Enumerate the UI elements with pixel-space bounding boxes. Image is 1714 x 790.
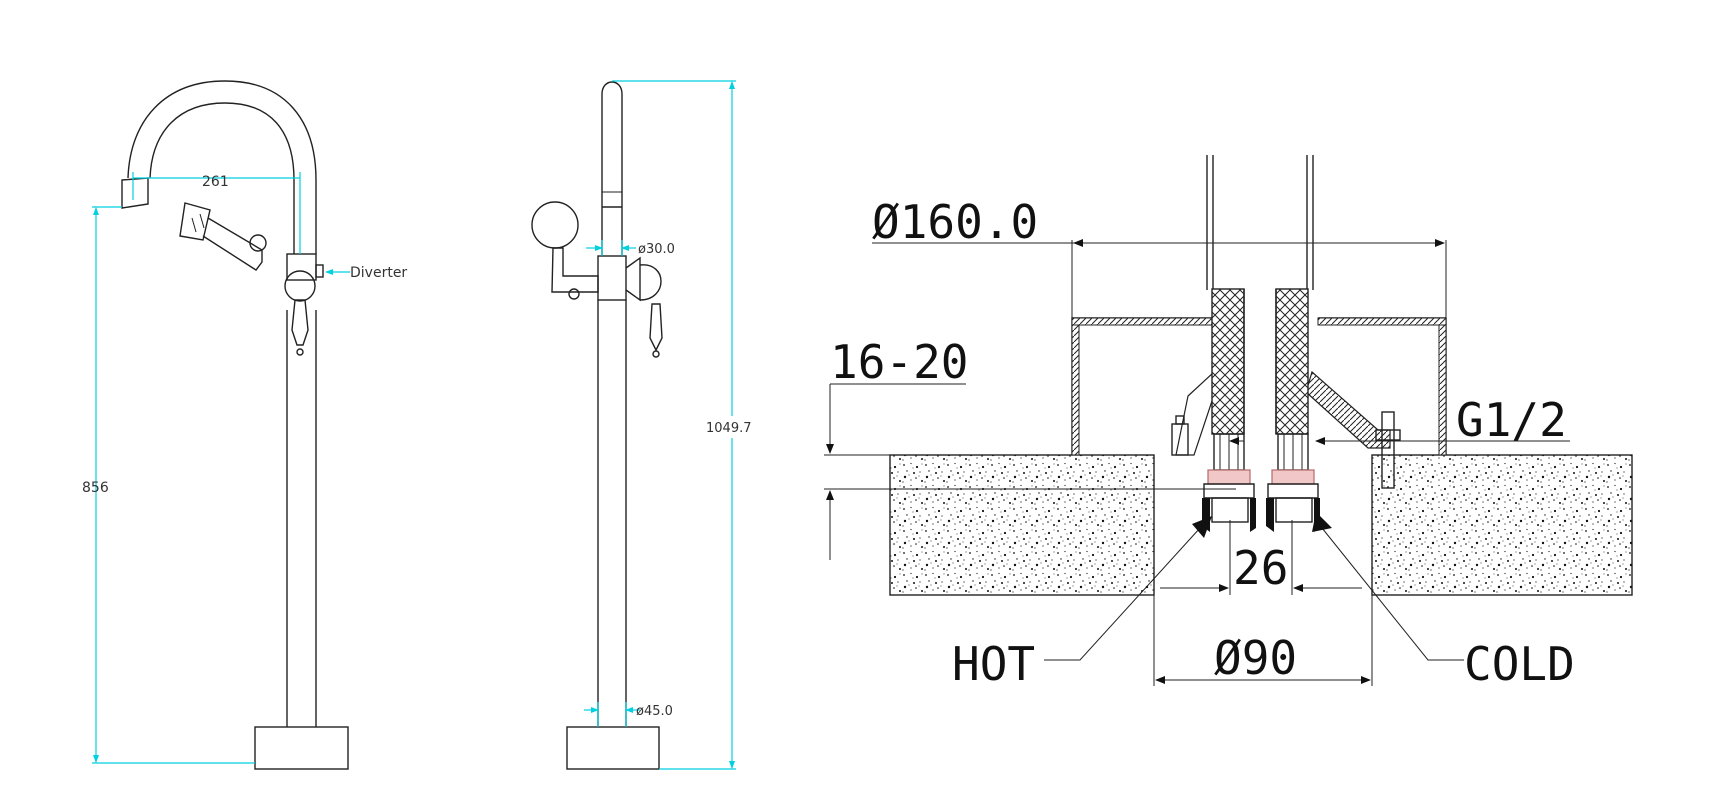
front-lever-handle [291, 299, 309, 346]
dim-thread-callout: G1/2 [1229, 393, 1570, 447]
section-view: Ø160.0 16-20 G1/2 26 [824, 155, 1633, 691]
side-mixer-knob [639, 264, 662, 301]
side-mixer-cone [625, 256, 641, 302]
dim-riser-diameter-label: ø30.0 [638, 242, 675, 257]
front-hand-shower-head [179, 202, 211, 241]
side-handshower-head [531, 201, 579, 249]
dim-floor-depth-label: 16-20 [830, 335, 968, 389]
front-hand-shower-handle [202, 217, 263, 271]
cold-label: COLD [1464, 637, 1575, 691]
cold-callout: COLD [1312, 512, 1575, 691]
diverter-callout: Diverter [325, 265, 407, 281]
hot-braided-hose [1211, 288, 1245, 435]
dim-cover-diameter: Ø160.0 [872, 195, 1447, 318]
dim-thread-label: G1/2 [1456, 393, 1567, 447]
dim-spout-reach-label: 261 [202, 174, 229, 190]
support-bracket-right [1305, 370, 1391, 449]
dim-total-height-label: 1049.7 [706, 421, 752, 436]
front-base [254, 726, 349, 770]
dim-inlet-spacing-label: 26 [1233, 541, 1288, 595]
floor-slab-right [1371, 454, 1633, 596]
diverter-label: Diverter [350, 265, 407, 281]
front-aerator [121, 177, 149, 209]
hot-fitting [1202, 433, 1256, 532]
side-base [566, 726, 660, 770]
dim-spout-height-label: 856 [82, 480, 109, 496]
front-mixer-knob [284, 270, 316, 302]
front-gooseneck-outer [127, 80, 317, 254]
hot-label: HOT [952, 637, 1035, 691]
anchor-bolt [1381, 411, 1395, 489]
side-lever-handle [649, 303, 663, 352]
dim-spout-reach: 261 [132, 172, 301, 254]
dim-base-diameter-label: ø45.0 [636, 704, 673, 719]
side-body [597, 255, 627, 301]
dim-hole-diameter-label: Ø90 [1214, 631, 1297, 685]
dim-riser-diameter: ø30.0 [586, 240, 675, 257]
front-gooseneck-inner [149, 102, 295, 254]
front-view: 261 856 Diverter [82, 80, 407, 770]
side-view: ø30.0 1049.7 ø45.0 [531, 80, 752, 770]
cold-braided-hose [1275, 288, 1309, 435]
dim-cover-diameter-label: Ø160.0 [872, 195, 1038, 249]
floor-slab-left [889, 454, 1155, 596]
dim-base-diameter: ø45.0 [584, 702, 673, 727]
cold-fitting [1266, 433, 1320, 532]
dim-inlet-spacing: 26 [1160, 520, 1362, 595]
dim-hole-diameter: Ø90 [1153, 595, 1373, 686]
hot-callout: HOT [952, 516, 1212, 691]
support-bracket-left [1175, 370, 1215, 456]
front-diverter-button [315, 264, 324, 278]
dim-total-height: 1049.7 [612, 80, 752, 770]
side-spout-tube [601, 81, 623, 256]
dim-floor-depth: 16-20 [824, 335, 1236, 560]
dim-spout-height: 856 [82, 206, 255, 764]
